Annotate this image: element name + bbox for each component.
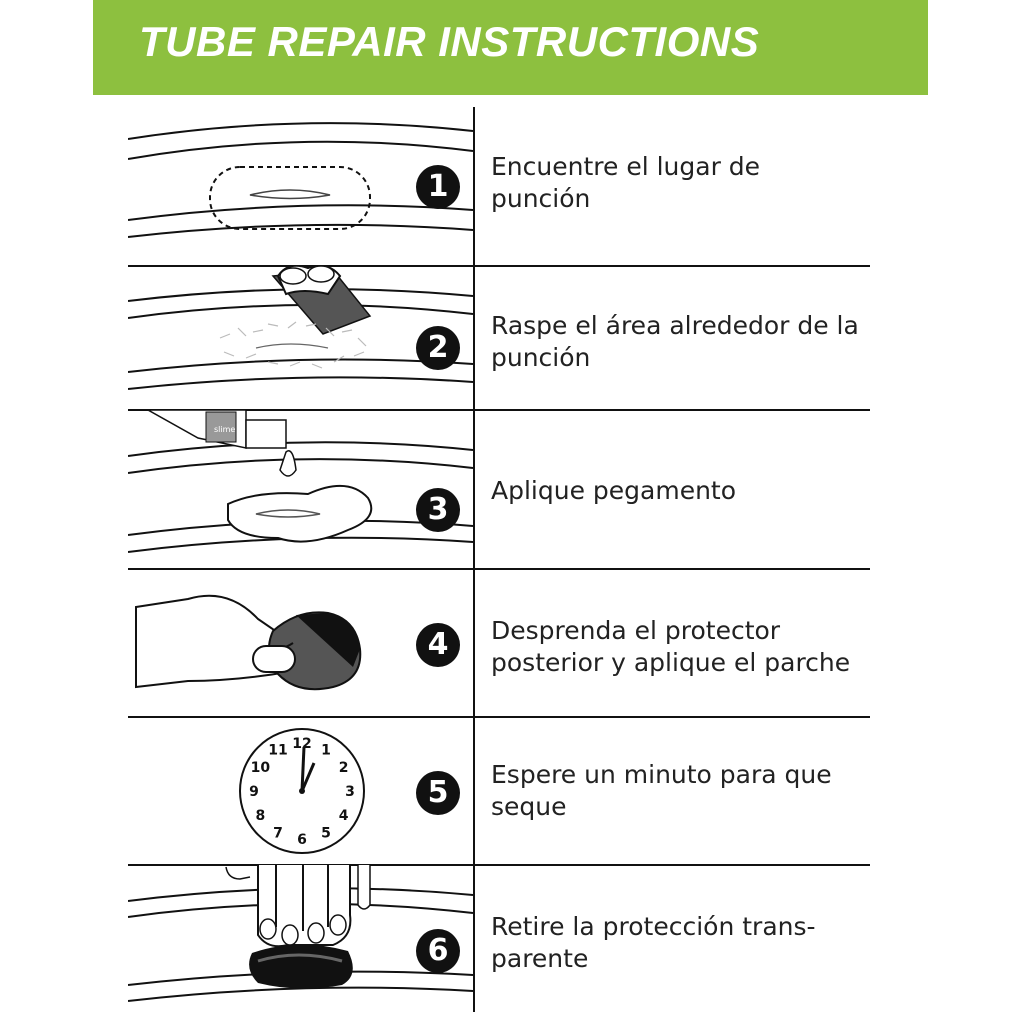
step-number-badge: 1	[416, 165, 460, 209]
glue-illustration: slime	[128, 410, 473, 553]
header-banner: TUBE REPAIR INSTRUCTIONS	[93, 0, 928, 95]
clock-numeral: 10	[251, 760, 271, 776]
remove-film-illustration	[128, 865, 473, 1002]
step-text: Raspe el área alrededor de la punción	[491, 311, 859, 372]
page-title: TUBE REPAIR INSTRUCTIONS	[139, 18, 760, 65]
clock-numeral: 8	[256, 808, 266, 824]
step-4: 4 Desprenda el protector posterior y apl…	[128, 569, 870, 717]
step-number-badge: 3	[416, 488, 460, 532]
step-text: Retire la protección trans- parente	[491, 912, 816, 973]
clock-numeral: 11	[268, 742, 287, 758]
clock-numeral: 6	[297, 832, 307, 848]
clock-numeral: 1	[321, 742, 331, 758]
step-6: 6 Retire la protección trans- parente	[128, 865, 870, 1012]
puncture-illustration	[128, 122, 473, 238]
clock-numeral: 7	[273, 826, 283, 842]
step-2: 2 Raspe el área alrededor de la punción	[128, 266, 870, 410]
step-number-badge: 4	[416, 623, 460, 667]
scraping-illustration	[128, 266, 473, 390]
step-1: 1 Encuentre el lugar de punción	[128, 107, 870, 266]
tube-label: slime	[214, 425, 235, 434]
step-text: Espere un minuto para que seque	[491, 760, 832, 821]
patch-illustration	[135, 594, 362, 691]
clock-numeral: 5	[321, 826, 331, 842]
step-number-badge: 5	[416, 771, 460, 815]
clock-numeral: 2	[339, 760, 349, 776]
step-number-badge: 2	[416, 326, 460, 370]
clock-numeral: 9	[249, 784, 259, 800]
step-text: Aplique pegamento	[491, 476, 737, 505]
clock-numeral: 3	[345, 784, 355, 800]
clock-numeral: 4	[339, 808, 349, 824]
step-text: Encuentre el lugar de punción	[491, 152, 761, 213]
step-text: Desprenda el protector posterior y apliq…	[491, 616, 851, 677]
step-3: slime 3 Aplique pegamento	[128, 410, 870, 569]
clock-numeral: 12	[292, 736, 311, 752]
step-number-badge: 6	[416, 929, 460, 973]
